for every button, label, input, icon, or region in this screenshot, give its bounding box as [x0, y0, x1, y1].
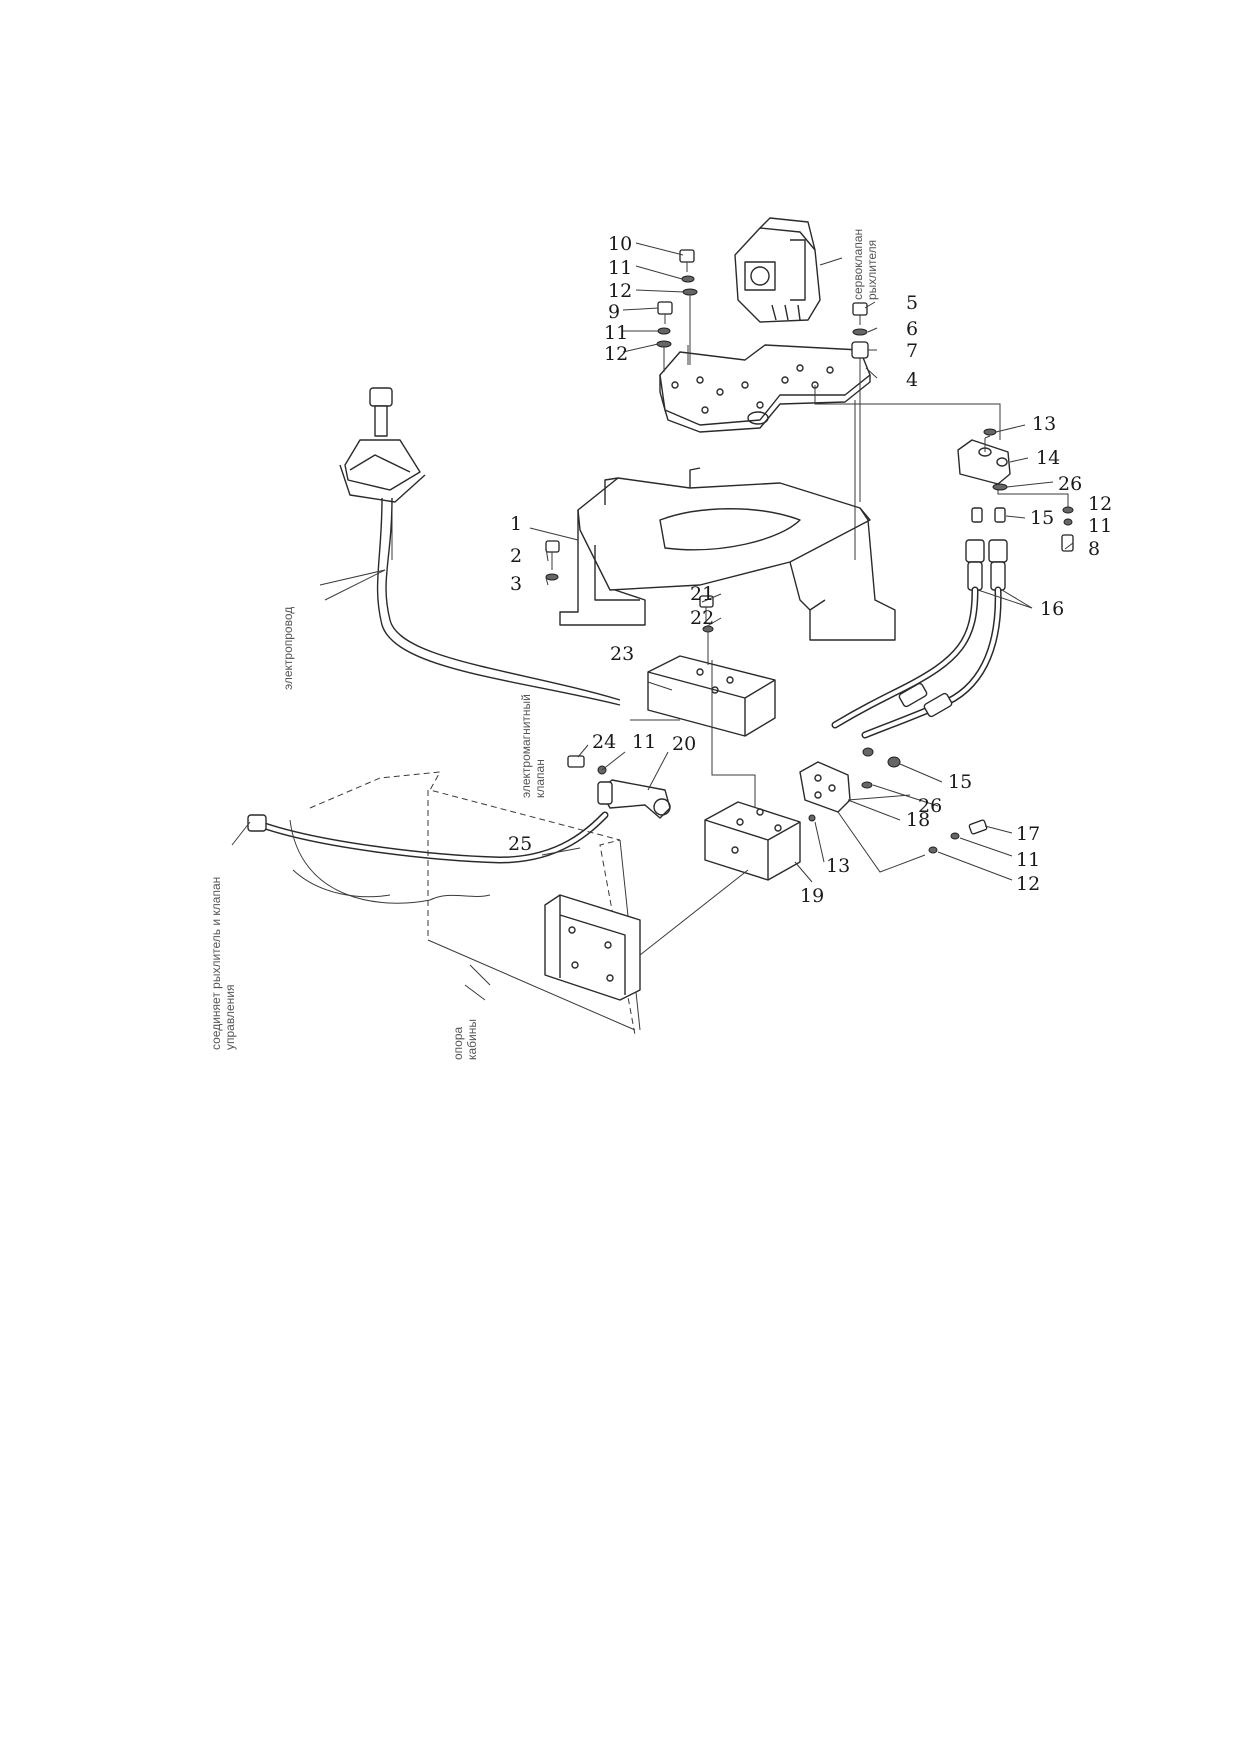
callout-19: 19	[800, 885, 824, 907]
callout-14: 14	[1036, 447, 1060, 469]
note-servo-valve: сервоклапан рыхлителя	[851, 229, 879, 300]
callout-15: 15	[948, 771, 972, 793]
bracket-18	[799, 761, 851, 813]
hose-end	[247, 814, 267, 832]
bracket-frame	[559, 467, 896, 641]
leader-lines	[529, 242, 1074, 883]
callout-3: 3	[510, 573, 522, 595]
note-servo-valve-line2: рыхлителя	[865, 240, 879, 300]
callout-22: 22	[690, 607, 714, 629]
callout-18: 18	[906, 809, 930, 831]
callout-23: 23	[610, 643, 634, 665]
servo-valve	[734, 217, 843, 323]
note-solenoid-valve-line2: клапан	[533, 759, 547, 798]
callout-17: 17	[1016, 823, 1040, 845]
note-cab-support-line2: кабины	[465, 1019, 479, 1060]
callout-26: 26	[1058, 473, 1082, 495]
wire-2	[376, 497, 621, 706]
callout-11: 11	[608, 257, 632, 279]
callout-13: 13	[826, 855, 850, 877]
callout-16: 16	[1040, 598, 1064, 620]
callout-1: 1	[510, 513, 522, 535]
fittings-lower	[898, 682, 953, 718]
bracket-14	[957, 435, 1011, 485]
callout-12: 12	[608, 280, 632, 302]
fittings-upper	[965, 507, 1008, 591]
callout-26: 26	[918, 795, 942, 817]
note-wiring-text: электропровод	[281, 607, 295, 690]
callout-12: 12	[604, 343, 628, 365]
note-solenoid-valve: электромагнитный клапан	[519, 694, 547, 798]
note-cab-support: опора кабины	[451, 1019, 479, 1060]
callout-2: 2	[510, 545, 522, 567]
valve-block	[704, 801, 801, 881]
elbow-fitting	[597, 779, 671, 819]
callout-8: 8	[1088, 538, 1100, 560]
note-servo-valve-line1: сервоклапан	[851, 229, 865, 300]
cab-support	[289, 771, 749, 1036]
callout-13: 13	[1032, 413, 1056, 435]
callout-4: 4	[906, 369, 918, 391]
note-solenoid-valve-line1: электромагнитный	[519, 694, 533, 798]
callout-5: 5	[906, 292, 918, 314]
callout-21: 21	[690, 583, 714, 605]
wire	[385, 497, 621, 701]
callout-7: 7	[906, 340, 918, 362]
callout-11: 11	[604, 322, 628, 344]
callout-10: 10	[608, 233, 632, 255]
callout-11: 11	[1088, 515, 1112, 537]
fasteners	[545, 249, 1074, 854]
note-connects: соединяет рыхлитель и клапан управления	[209, 877, 237, 1050]
callout-25: 25	[508, 833, 532, 855]
note-cab-support-line1: опора	[451, 1026, 465, 1060]
note-connects-line1: соединяет рыхлитель и клапан	[209, 877, 223, 1050]
callout-9: 9	[608, 301, 620, 323]
callout-12: 12	[1088, 493, 1112, 515]
mounting-plate	[659, 344, 871, 433]
note-connects-line2: управления	[223, 985, 237, 1050]
joystick	[339, 387, 426, 560]
callout-11: 11	[632, 731, 656, 753]
callout-12: 12	[1016, 873, 1040, 895]
callout-15: 15	[1030, 507, 1054, 529]
callout-11: 11	[1016, 849, 1040, 871]
callout-20: 20	[672, 733, 696, 755]
note-wiring: электропровод	[281, 607, 295, 690]
callout-24: 24	[592, 731, 616, 753]
callout-6: 6	[906, 318, 918, 340]
